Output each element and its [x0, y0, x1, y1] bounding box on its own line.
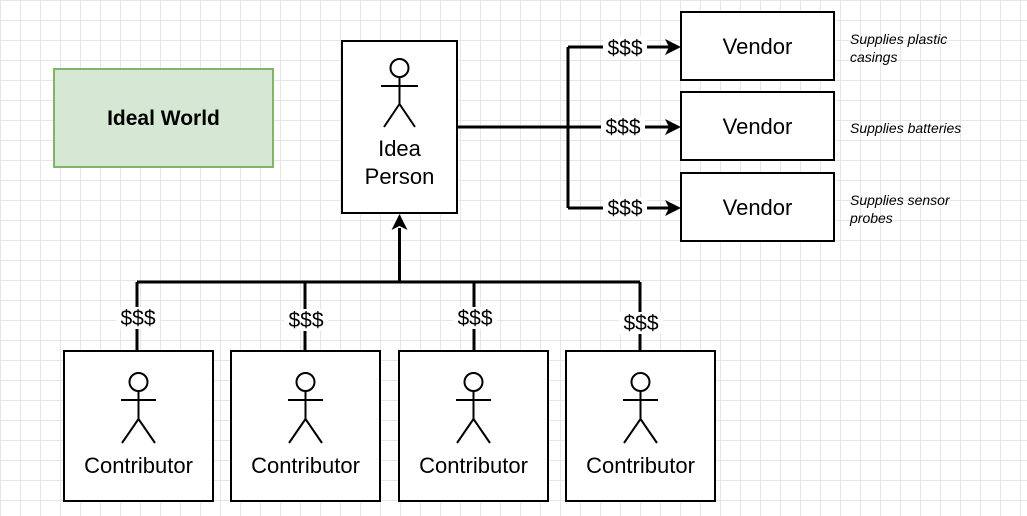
- money-label-contributor-2: $$$: [288, 309, 323, 332]
- title-box: [53, 68, 274, 168]
- arrowhead-vendor-1: [665, 39, 681, 55]
- actor-icon: [288, 372, 323, 444]
- contributor-label: Contributor: [586, 453, 695, 478]
- vendor-note-3-line2: probes: [849, 210, 893, 226]
- vendor-node-3[interactable]: Vendor: [680, 172, 835, 242]
- vendor-note-1-line2: casings: [850, 49, 897, 65]
- contributor-node-4[interactable]: Contributor: [565, 350, 716, 502]
- idea-person-node[interactable]: Idea Person: [341, 40, 458, 214]
- vendor-label: Vendor: [723, 34, 793, 59]
- vendor-box: [680, 172, 835, 242]
- money-label-vendor-3: $$$: [607, 197, 642, 220]
- contributor-label: Contributor: [84, 453, 193, 478]
- money-label-contributor-4: $$$: [623, 312, 658, 335]
- vendor-label: Vendor: [723, 114, 793, 139]
- vendor-node-2[interactable]: Vendor: [680, 91, 835, 161]
- money-label-vendor-2: $$$: [605, 116, 640, 139]
- contributor-money-labels: $$$ $$$ $$$ $$$: [116, 307, 663, 335]
- vendor-note-1-line1: Supplies plastic: [850, 31, 947, 47]
- actor-icon: [456, 372, 491, 444]
- arrowhead-vendor-3: [665, 200, 681, 216]
- vendor-box: [680, 91, 835, 161]
- money-label-contributor-1: $$$: [120, 307, 155, 330]
- vendor-notes: Supplies plastic casings Supplies batter…: [849, 31, 961, 226]
- contributor-label: Contributor: [419, 453, 528, 478]
- contributor-node-2[interactable]: Contributor: [230, 350, 381, 502]
- title-label: Ideal World: [107, 107, 220, 130]
- actor-icon: [381, 58, 418, 128]
- contributor-edges: [135, 214, 642, 351]
- actor-icon: [623, 372, 658, 444]
- contributor-node-3[interactable]: Contributor: [398, 350, 549, 502]
- vendor-node-1[interactable]: Vendor: [680, 11, 835, 81]
- vendor-note-2-line1: Supplies batteries: [850, 120, 961, 136]
- vendor-edges: [457, 39, 681, 216]
- vendor-money-labels: $$$ $$$ $$$: [601, 36, 647, 220]
- money-label-vendor-1: $$$: [607, 37, 642, 60]
- idea-person-label-line1: Idea: [378, 136, 422, 161]
- vendor-note-3-line1: Supplies sensor: [850, 192, 951, 208]
- actor-icon: [121, 372, 156, 444]
- vendor-label: Vendor: [723, 195, 793, 220]
- money-label-contributor-3: $$$: [457, 307, 492, 330]
- vendor-box: [680, 11, 835, 81]
- title-node[interactable]: Ideal World: [53, 68, 274, 168]
- arrowhead-vendor-2: [665, 119, 681, 135]
- contributor-node-1[interactable]: Contributor: [63, 350, 214, 502]
- arrowhead-idea-person: [391, 214, 408, 230]
- idea-person-label-line2: Person: [365, 164, 435, 189]
- contributor-label: Contributor: [251, 453, 360, 478]
